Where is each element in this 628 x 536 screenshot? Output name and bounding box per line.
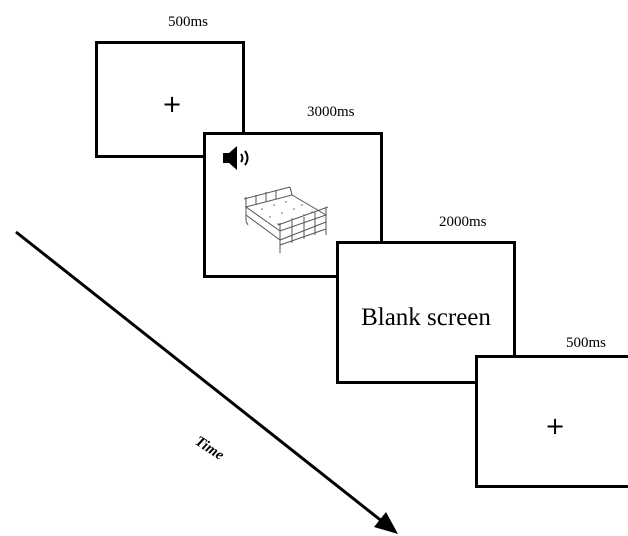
time-axis-label: Time — [191, 433, 227, 464]
duration-label-screen-4: 500ms — [566, 335, 607, 351]
screen-4-fixation: + — [475, 355, 628, 488]
fixation-cross: + — [162, 90, 183, 118]
blank-screen-label: Blank screen — [361, 304, 491, 331]
duration-label-screen-1: 500ms — [168, 14, 209, 30]
duration-label-screen-2: 3000ms — [307, 104, 355, 120]
fixation-cross: + — [545, 412, 566, 440]
duration-label-screen-3: 2000ms — [439, 214, 487, 230]
bed-icon — [243, 186, 328, 253]
speaker-icon — [223, 146, 249, 170]
screen-1-fixation: + — [95, 41, 245, 158]
